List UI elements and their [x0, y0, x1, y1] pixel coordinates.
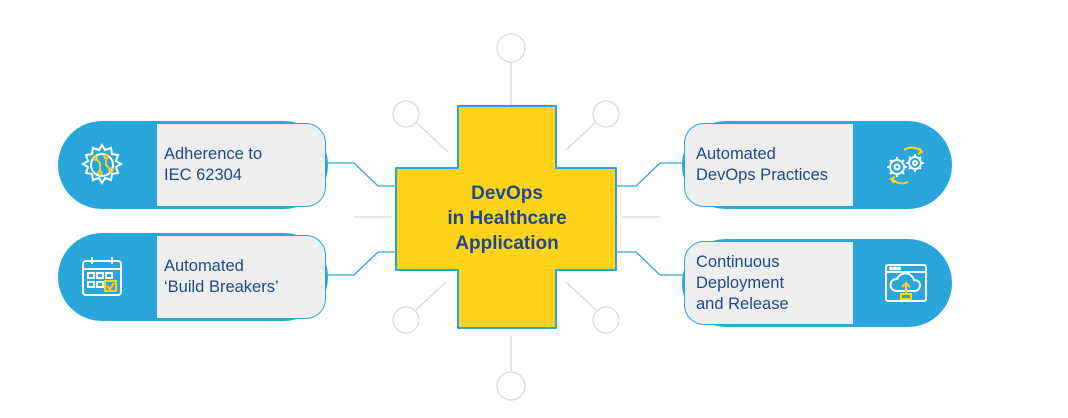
card-continuous-deployment: Continuous Deployment and Release [682, 239, 952, 327]
card-label: Adherence to IEC 62304 [164, 121, 324, 209]
card-label-line: Deployment [696, 273, 785, 292]
calendar-check-icon [82, 257, 122, 296]
gear-circuit-icon [81, 143, 123, 185]
card-panel [684, 123, 854, 207]
card-devops-practices: Automated DevOps Practices [682, 121, 952, 209]
card-label-line: ‘Build Breakers’ [164, 278, 279, 296]
card-label-line: IEC 62304 [164, 166, 242, 184]
card-build-breakers: Automated ‘Build Breakers’ [58, 233, 328, 321]
center-title-line: Application [455, 232, 559, 254]
center-title-line: in Healthcare [447, 207, 567, 229]
card-label-line: Automated [696, 145, 776, 163]
card-label: Continuous Deployment and Release [696, 239, 856, 327]
card-iec-62304: Adherence to IEC 62304 [58, 121, 328, 209]
card-label-line: Automated [164, 257, 244, 275]
cloud-upload-icon [885, 264, 927, 302]
card-label-line: and Release [696, 294, 789, 313]
card-label: Automated ‘Build Breakers’ [164, 233, 324, 321]
card-label: Automated DevOps Practices [696, 121, 856, 209]
card-panel [156, 235, 326, 319]
card-label-line: Continuous [696, 252, 780, 271]
card-panel [156, 123, 326, 207]
gears-cycle-icon [887, 146, 924, 185]
card-label-line: Adherence to [164, 145, 263, 163]
center-title: DevOps in Healthcare Application [400, 168, 614, 268]
card-label-line: DevOps Practices [696, 166, 829, 184]
center-title-line: DevOps [471, 182, 543, 204]
card-panel [684, 241, 854, 325]
